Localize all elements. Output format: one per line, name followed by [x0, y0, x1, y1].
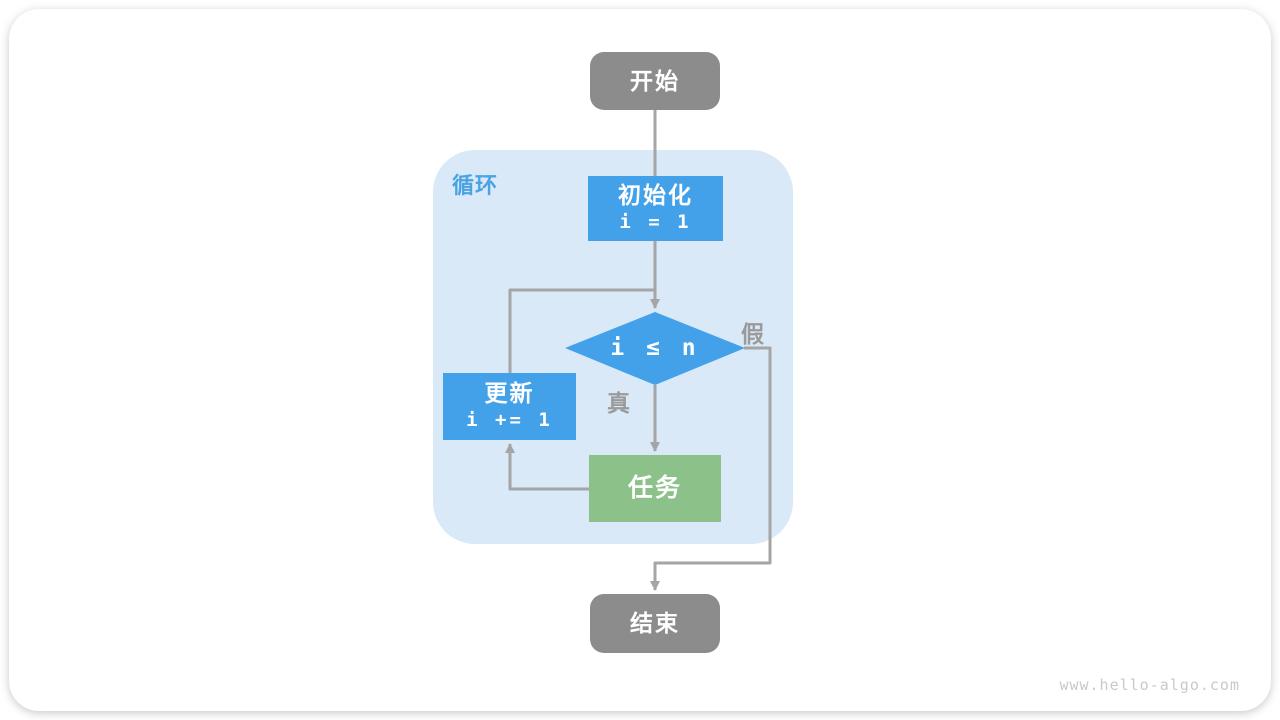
node-end: 结束: [590, 594, 720, 653]
edge-task-update: [505, 443, 589, 491]
loop-container-label: 循环: [452, 173, 499, 198]
node-update: 更新 i += 1: [443, 373, 576, 440]
node-start-label: 开始: [630, 67, 680, 94]
edge-condition-end: [650, 346, 772, 591]
condition-diamond-shape: [565, 312, 745, 385]
node-update-label: 更新: [484, 380, 535, 407]
node-init-code: i = 1: [619, 211, 692, 234]
edge-label-false: 假: [741, 321, 764, 347]
node-condition-label: i ≤ n: [610, 335, 700, 361]
node-task: 任务: [589, 455, 721, 522]
node-init-label: 初始化: [618, 182, 693, 209]
node-update-code: i += 1: [466, 409, 553, 432]
node-init: 初始化 i = 1: [588, 176, 723, 241]
edge-update-condition: [508, 288, 655, 374]
node-end-label: 结束: [630, 610, 680, 637]
node-start: 开始: [590, 52, 720, 110]
node-task-label: 任务: [627, 473, 682, 502]
watermark: www.hello-algo.com: [1059, 676, 1240, 694]
edge-label-true: 真: [607, 390, 630, 416]
